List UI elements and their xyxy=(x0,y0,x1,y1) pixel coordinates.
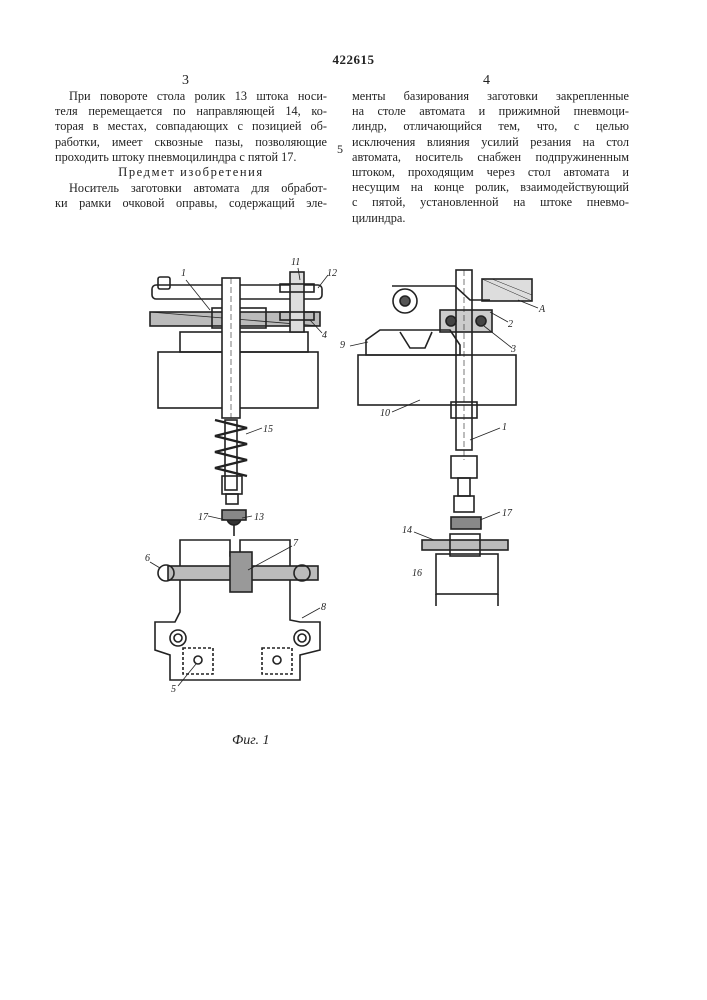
figure-caption: Фиг. 1 xyxy=(232,733,270,749)
label-9: 9 xyxy=(340,340,345,351)
label-12: 12 xyxy=(327,268,337,279)
label-11: 11 xyxy=(291,257,300,268)
label-A: A xyxy=(538,304,546,315)
label-10: 10 xyxy=(380,408,390,419)
label-8: 8 xyxy=(321,602,326,613)
label-5: 5 xyxy=(171,684,176,695)
label-2: 2 xyxy=(508,319,513,330)
label-4: 4 xyxy=(322,330,327,341)
label-6: 6 xyxy=(145,553,150,564)
label-17-left: 17 xyxy=(198,512,209,523)
label-16: 16 xyxy=(412,568,422,579)
label-13: 13 xyxy=(254,512,264,523)
label-1-left: 1 xyxy=(181,268,186,279)
label-17-right: 17 xyxy=(502,508,513,519)
label-1-right: 1 xyxy=(502,422,507,433)
label-7: 7 xyxy=(293,538,299,549)
label-14: 14 xyxy=(402,525,412,536)
label-15: 15 xyxy=(263,424,273,435)
label-3: 3 xyxy=(510,344,516,355)
